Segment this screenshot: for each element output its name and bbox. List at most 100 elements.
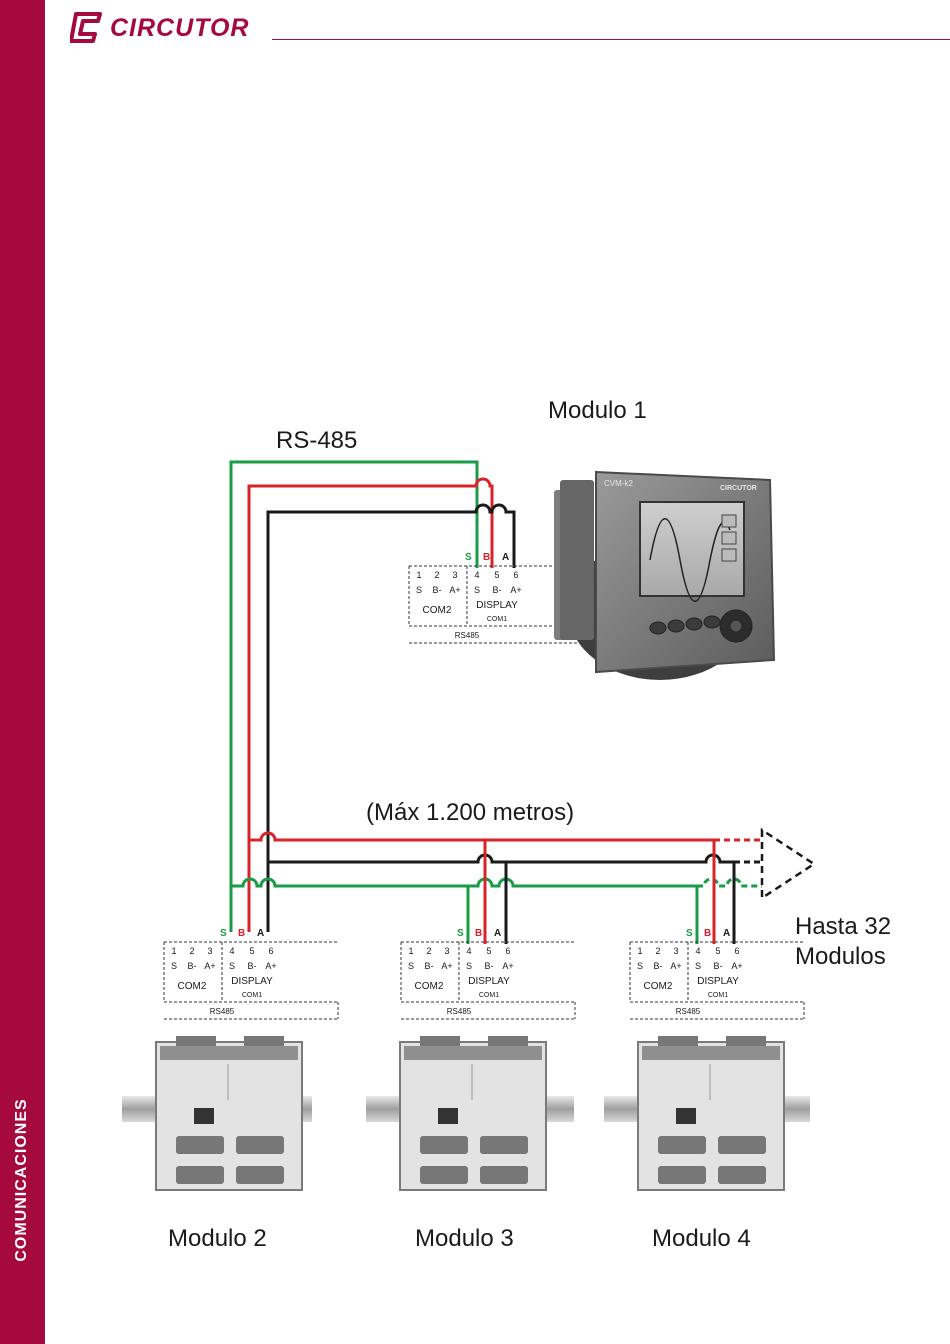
green-trunk xyxy=(231,877,697,888)
meter-brand-label: CIRCUTOR xyxy=(720,485,757,492)
signal-1: S xyxy=(416,585,422,595)
signal-2: B- xyxy=(425,961,434,971)
signal-5: B- xyxy=(493,585,502,595)
module-1-terminal-block: S B A 1 2 3 4 5 6 S B- A+ S B- A+ COM2 D… xyxy=(408,552,584,644)
bus-trunk xyxy=(231,831,762,888)
module-2-label: Modulo 2 xyxy=(168,1225,267,1252)
pin-2: 2 xyxy=(434,570,439,580)
com1-label: COM1 xyxy=(479,992,499,999)
green-wire-riser xyxy=(229,460,479,932)
signal-3: A+ xyxy=(449,585,460,595)
signal-5: B- xyxy=(248,961,257,971)
display-label: DISPLAY xyxy=(231,976,273,987)
signal-2: B- xyxy=(433,585,442,595)
pin-3: 3 xyxy=(673,946,678,956)
pin-6: 6 xyxy=(268,946,273,956)
pin-2: 2 xyxy=(655,946,660,956)
red-wire-riser xyxy=(247,477,494,932)
signal-5: B- xyxy=(485,961,494,971)
circutor-logo-icon xyxy=(70,12,102,43)
display-label: DISPLAY xyxy=(476,600,518,611)
pin-1: 1 xyxy=(171,946,176,956)
sidebar: COMUNICACIONES xyxy=(0,0,45,1344)
meter-model-label: CVM-k2 xyxy=(604,479,633,488)
black-trunk xyxy=(268,853,734,864)
rs485-label: RS485 xyxy=(447,1007,472,1016)
module-2-terminal-block: S B A 1 2 3 4 5 6 S B- A+ S B- A+ COM2 D… xyxy=(163,928,339,1020)
pin-5: 5 xyxy=(494,570,499,580)
terminal-s-label: S xyxy=(465,552,472,563)
pin-3: 3 xyxy=(207,946,212,956)
pin-5: 5 xyxy=(486,946,491,956)
signal-5: B- xyxy=(714,961,723,971)
com2-label: COM2 xyxy=(178,981,207,992)
terminal-a-label: A xyxy=(723,928,730,939)
signal-4: S xyxy=(466,961,472,971)
pin-5: 5 xyxy=(249,946,254,956)
signal-4: S xyxy=(229,961,235,971)
com1-label: COM1 xyxy=(487,616,507,623)
pin-1: 1 xyxy=(416,570,421,580)
terminal-b-label: B xyxy=(238,928,245,939)
pin-3: 3 xyxy=(452,570,457,580)
rs485-label: RS485 xyxy=(676,1007,701,1016)
brand-logo: CIRCUTOR xyxy=(70,10,260,46)
terminal-s-label: S xyxy=(457,928,464,939)
display-label: DISPLAY xyxy=(697,976,739,987)
green-extension xyxy=(697,877,762,888)
header-rule xyxy=(272,39,950,40)
signal-2: B- xyxy=(188,961,197,971)
module-4-label: Modulo 4 xyxy=(652,1225,751,1252)
signal-2: B- xyxy=(654,961,663,971)
pin-3: 3 xyxy=(444,946,449,956)
signal-6: A+ xyxy=(510,585,521,595)
pin-4: 4 xyxy=(695,946,700,956)
rs485-label: RS485 xyxy=(455,631,480,640)
pin-2: 2 xyxy=(426,946,431,956)
com1-label: COM1 xyxy=(242,992,262,999)
module-1-meter-image: CVM-k2 CIRCUTOR xyxy=(554,470,776,680)
wires-to-module-1 xyxy=(229,460,516,932)
module-2-unit-image xyxy=(122,1036,312,1191)
bus-label: RS-485 xyxy=(276,427,357,454)
pin-1: 1 xyxy=(408,946,413,956)
extension-arrow-icon xyxy=(760,827,817,901)
meter-keypad xyxy=(649,609,753,643)
terminal-a-label: A xyxy=(257,928,264,939)
terminal-b-label: B xyxy=(475,928,482,939)
signal-1: S xyxy=(408,961,414,971)
extend-label-line2: Modulos xyxy=(795,943,886,970)
terminal-b-label: B xyxy=(483,552,490,563)
pin-4: 4 xyxy=(229,946,234,956)
pin-4: 4 xyxy=(466,946,471,956)
com2-label: COM2 xyxy=(415,981,444,992)
black-wire-riser xyxy=(266,503,516,932)
pin-6: 6 xyxy=(513,570,518,580)
com1-label: COM1 xyxy=(708,992,728,999)
rs485-label: RS485 xyxy=(210,1007,235,1016)
display-label: DISPLAY xyxy=(468,976,510,987)
signal-1: S xyxy=(171,961,177,971)
module-1-label: Modulo 1 xyxy=(548,397,647,424)
com2-label: COM2 xyxy=(644,981,673,992)
pin-4: 4 xyxy=(474,570,479,580)
brand-name: CIRCUTOR xyxy=(110,14,250,42)
extend-label-line1: Hasta 32 xyxy=(795,913,891,940)
terminal-b-label: B xyxy=(704,928,711,939)
signal-6: A+ xyxy=(731,961,742,971)
signal-6: A+ xyxy=(265,961,276,971)
module-4-unit-image xyxy=(604,1036,810,1191)
pin-2: 2 xyxy=(189,946,194,956)
terminal-s-label: S xyxy=(686,928,693,939)
pin-6: 6 xyxy=(505,946,510,956)
signal-3: A+ xyxy=(204,961,215,971)
terminal-a-label: A xyxy=(502,552,509,563)
distance-label: (Máx 1.200 metros) xyxy=(366,799,574,826)
red-trunk xyxy=(249,831,714,842)
meter-waveform xyxy=(649,518,731,602)
pin-1: 1 xyxy=(637,946,642,956)
terminal-s-label: S xyxy=(220,928,227,939)
module-3-unit-image xyxy=(366,1036,574,1191)
module-3-terminal-block: S B A 1 2 3 4 5 6 S B- A+ S B- A+ COM2 D… xyxy=(400,928,576,1020)
